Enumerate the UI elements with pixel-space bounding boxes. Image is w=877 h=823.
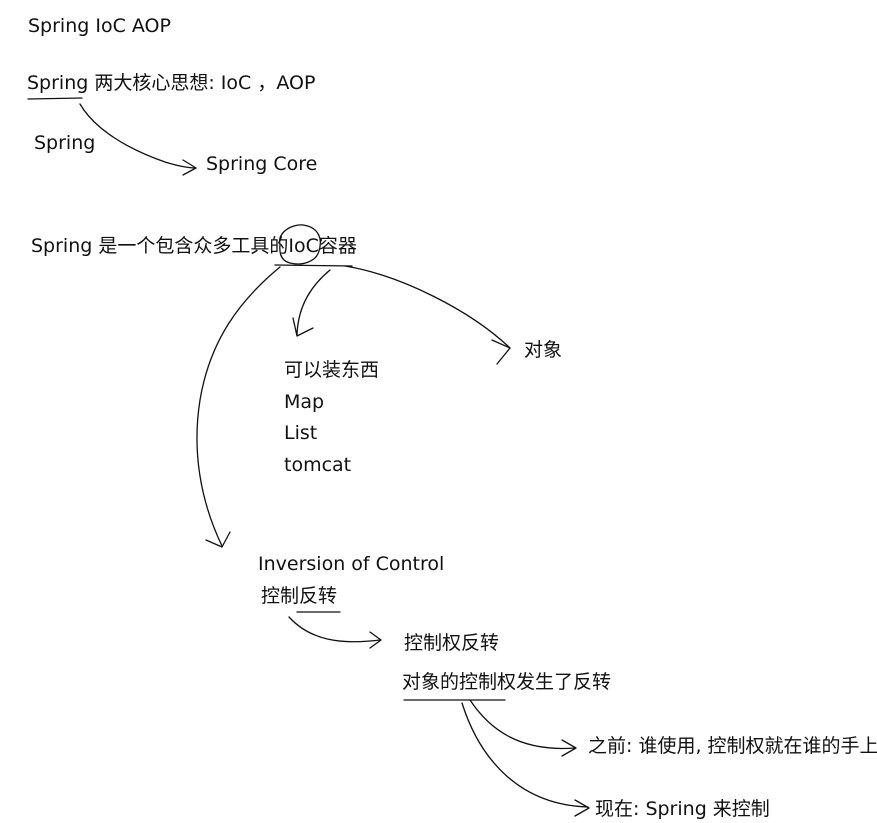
now-arrowhead	[574, 799, 590, 817]
map-text: Map	[284, 391, 325, 413]
to-now-arrow	[461, 702, 589, 808]
list-text: List	[284, 422, 318, 444]
spring-core-label: Spring Core	[206, 153, 318, 175]
inversion-english: Inversion of Control	[258, 553, 445, 575]
spring-label: Spring	[34, 132, 96, 154]
control-arrowhead	[369, 631, 382, 649]
container-to-notes-arrow	[296, 269, 331, 336]
container-definition: Spring 是一个包含众多工具的IoC容器	[31, 235, 357, 257]
spring-to-core-arrow	[79, 103, 197, 169]
object-control-inverted-text: 对象的控制权发生了反转	[402, 671, 612, 693]
core-ideas-text: Spring 两大核心思想: IoC ，AOP	[27, 72, 316, 94]
before-text: 之前: 谁使用, 控制权就在谁的手上	[588, 735, 877, 757]
object-arrowhead	[491, 339, 511, 365]
container-to-object-arrow	[344, 265, 511, 349]
spring-underline	[27, 97, 83, 100]
notes-arrowhead	[292, 317, 314, 337]
inversion-to-control-arrow	[288, 616, 381, 643]
tomcat-text: tomcat	[284, 454, 352, 476]
object-label: 对象	[524, 339, 563, 361]
inversion-arrowhead	[205, 531, 231, 548]
spring-core-arrowhead	[182, 159, 197, 176]
to-before-arrow	[469, 699, 576, 750]
page-title: Spring IoC AOP	[28, 15, 171, 37]
ioc-to-inversion-arrow	[196, 266, 281, 547]
now-text: 现在: Spring 来控制	[595, 798, 770, 820]
can-hold-text: 可以装东西	[284, 359, 380, 381]
control-inverted-text: 控制权反转	[404, 632, 500, 654]
ioc-circle	[279, 224, 321, 265]
inversion-chinese: 控制反转	[261, 585, 338, 607]
before-arrowhead	[561, 739, 577, 757]
ioc-container-underline	[274, 264, 353, 267]
